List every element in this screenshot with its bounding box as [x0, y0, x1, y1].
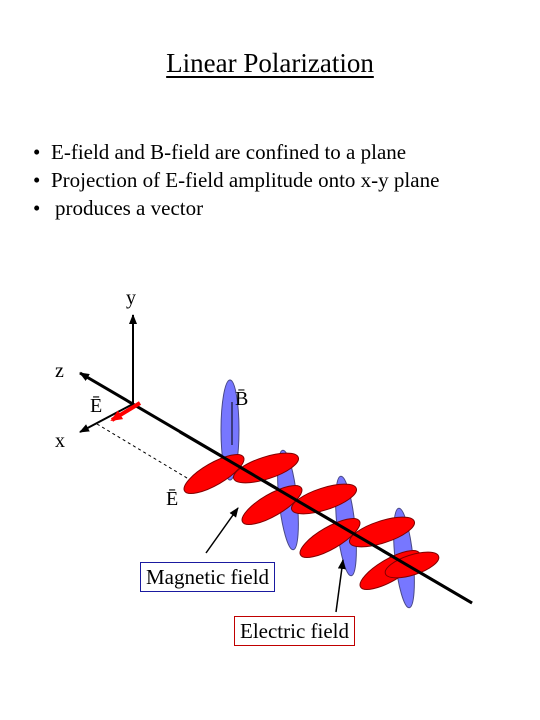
electric-lobe: [232, 452, 300, 484]
x-axis-label: x: [55, 430, 65, 452]
magnetic-callout-arrow: [205, 507, 239, 554]
slide-title: Linear Polarization: [0, 48, 540, 79]
projection-dashed-line: [96, 423, 203, 488]
propagation-line-front: [179, 430, 473, 605]
electric-lobe: [183, 454, 245, 494]
z-axis-label: z: [55, 360, 64, 382]
electric-callout-arrow: [335, 559, 346, 613]
bullet-item: Projection of E-field amplitude onto x-y…: [33, 166, 533, 194]
e-projection-label: Ē: [90, 395, 102, 417]
bullet-list: E-field and B-field are confined to a pl…: [33, 138, 533, 222]
x-axis: [79, 403, 134, 433]
e-projection-vector: [110, 401, 142, 422]
bullet-item: E-field and B-field are confined to a pl…: [33, 138, 533, 166]
y-axis-label: y: [126, 287, 136, 309]
magnetic-field-callout: Magnetic field: [140, 562, 276, 592]
bullet-continuation: produces a vector: [33, 194, 533, 222]
b-field-label: B̄: [235, 388, 248, 410]
electric-field-callout-text: Electric field: [240, 619, 350, 643]
electric-field-callout: Electric field: [234, 616, 356, 646]
e-field-label: Ē: [166, 488, 178, 510]
electric-lobe: [384, 551, 440, 579]
slide-title-text: Linear Polarization: [166, 48, 374, 78]
magnetic-field-callout-text: Magnetic field: [146, 565, 270, 589]
